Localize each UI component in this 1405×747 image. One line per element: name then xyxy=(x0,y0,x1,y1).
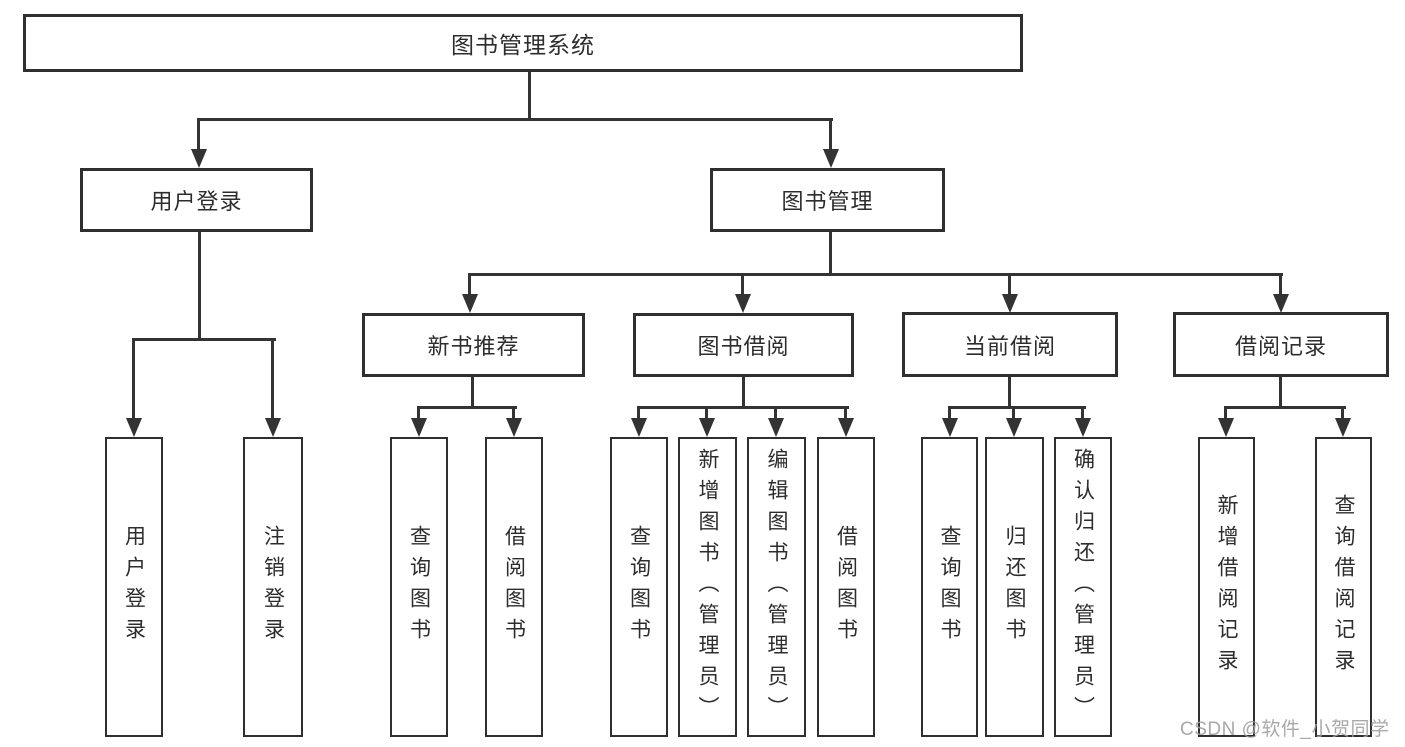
connector-current-borrow-branch xyxy=(948,406,1086,409)
node-root-system: 图书管理系统 xyxy=(23,14,1023,72)
leaf-add-book-admin: 新增图书（管理员） xyxy=(678,437,737,737)
connector-root-stem xyxy=(528,71,531,118)
arrow-to-leaf xyxy=(1012,406,1015,418)
leaf-add-borrow-record-label: 新增借阅记录 xyxy=(1215,494,1238,680)
leaf-return-book: 归还图书 xyxy=(985,437,1044,737)
node-borrow-records-label: 借阅记录 xyxy=(1234,333,1327,359)
leaf-query-books-label: 查询图书 xyxy=(627,525,651,649)
connector-new-books-stem xyxy=(471,377,474,406)
connector-new-books-branch xyxy=(417,406,517,409)
leaf-query-books-label: 查询图书 xyxy=(407,525,431,649)
connector-borrow-records-branch xyxy=(1224,406,1346,409)
leaf-query-books: 查询图书 xyxy=(390,437,448,737)
connector-book-borrow-branch xyxy=(637,406,849,409)
arrow-to-user-login xyxy=(197,118,200,149)
connector-user-login-stem xyxy=(198,232,201,338)
arrow-to-leaf xyxy=(512,406,515,418)
connector-user-login-branch xyxy=(133,338,276,341)
leaf-borrow-books: 借阅图书 xyxy=(817,437,875,737)
arrow-to-borrow-records xyxy=(1279,273,1282,294)
leaf-query-books-label: 查询图书 xyxy=(938,525,961,649)
leaf-edit-book-admin-label: 编辑图书（管理员） xyxy=(765,447,788,727)
node-root-label: 图书管理系统 xyxy=(451,32,595,58)
arrow-to-book-borrow xyxy=(741,273,744,294)
arrow-to-leaf xyxy=(1224,406,1227,418)
node-current-borrow-label: 当前借阅 xyxy=(963,333,1056,359)
leaf-borrow-books: 借阅图书 xyxy=(485,437,543,737)
arrow-to-leaf-login xyxy=(132,338,135,418)
leaf-logout: 注销登录 xyxy=(243,437,303,737)
leaf-query-borrow-record: 查询借阅记录 xyxy=(1315,437,1372,737)
leaf-borrow-books-label: 借阅图书 xyxy=(834,525,858,649)
leaf-confirm-return-admin-label: 确认归还（管理员） xyxy=(1071,447,1095,727)
arrow-to-leaf xyxy=(844,406,847,418)
node-borrow-records: 借阅记录 xyxy=(1173,312,1389,377)
leaf-return-book-label: 归还图书 xyxy=(1003,525,1026,649)
leaf-query-books: 查询图书 xyxy=(610,437,668,737)
leaf-user-login-label: 用户登录 xyxy=(122,525,146,649)
node-user-login: 用户登录 xyxy=(80,168,313,232)
leaf-query-borrow-record-label: 查询借阅记录 xyxy=(1332,494,1355,680)
leaf-edit-book-admin: 编辑图书（管理员） xyxy=(747,437,806,737)
arrow-to-new-books xyxy=(468,273,471,294)
node-book-management-label: 图书管理 xyxy=(781,189,874,214)
node-book-borrow: 图书借阅 xyxy=(633,313,854,377)
arrow-to-leaf xyxy=(637,406,640,418)
node-new-book-recommend: 新书推荐 xyxy=(362,313,585,377)
arrow-to-leaf xyxy=(1341,406,1344,418)
node-current-borrow: 当前借阅 xyxy=(902,312,1118,377)
connector-book-mgmt-stem xyxy=(829,232,832,273)
watermark: CSDN @软件_小贺同学 xyxy=(1180,719,1390,740)
node-new-book-recommend-label: 新书推荐 xyxy=(427,334,520,359)
node-user-login-label: 用户登录 xyxy=(150,189,243,214)
node-book-management: 图书管理 xyxy=(710,168,945,232)
arrow-to-leaf xyxy=(1081,406,1084,418)
leaf-borrow-books-label: 借阅图书 xyxy=(502,525,526,649)
connector-current-borrow-stem xyxy=(1008,377,1011,406)
arrow-to-leaf xyxy=(705,406,708,418)
leaf-query-books: 查询图书 xyxy=(921,437,978,737)
arrow-to-leaf-logout xyxy=(271,338,274,418)
leaf-add-borrow-record: 新增借阅记录 xyxy=(1198,437,1255,737)
arrow-to-leaf xyxy=(948,406,951,418)
leaf-logout-label: 注销登录 xyxy=(261,525,285,649)
leaf-user-login: 用户登录 xyxy=(105,437,163,737)
leaf-confirm-return-admin: 确认归还（管理员） xyxy=(1054,437,1112,737)
connector-level1-branch xyxy=(198,118,833,121)
connector-borrow-records-stem xyxy=(1279,377,1282,406)
arrow-to-leaf xyxy=(774,406,777,418)
arrow-to-book-mgmt xyxy=(829,118,832,149)
connector-book-borrow-stem xyxy=(742,377,745,406)
node-book-borrow-label: 图书借阅 xyxy=(697,334,790,359)
arrow-to-leaf xyxy=(417,406,420,418)
leaf-add-book-admin-label: 新增图书（管理员） xyxy=(696,447,719,727)
connector-level2-branch xyxy=(469,273,1283,276)
arrow-to-current-borrow xyxy=(1008,273,1011,294)
